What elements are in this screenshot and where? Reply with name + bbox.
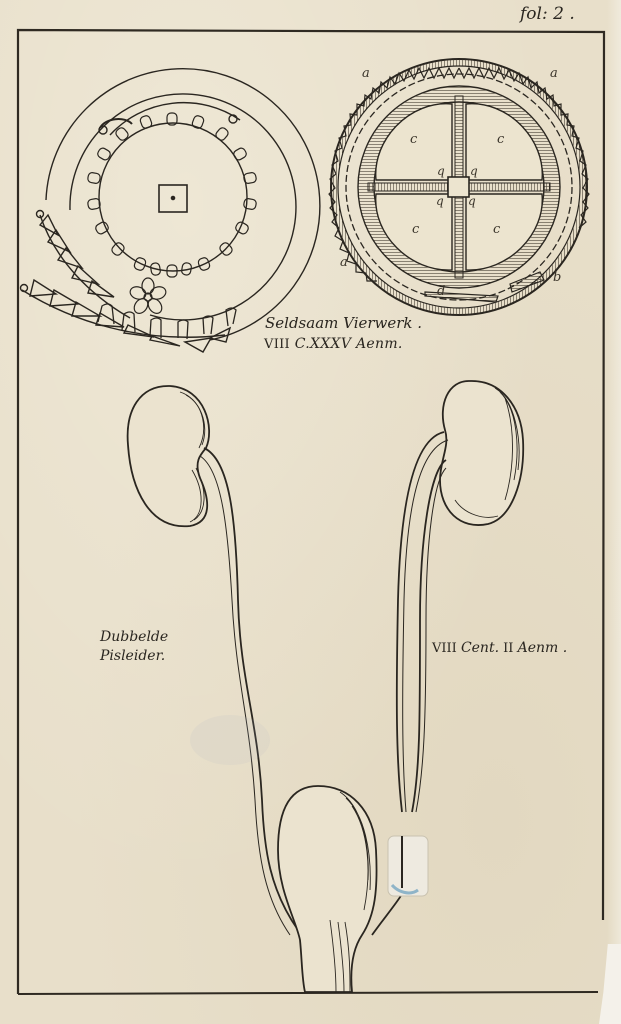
volume-numeral: VIII — [432, 641, 457, 656]
kidney-caption-right: VIII Cent. II Aenm . — [432, 640, 567, 656]
kidney-caption-left: Dubbelde Pisleider. — [100, 628, 168, 666]
kidney-diagram — [126, 380, 525, 993]
label-c-bottom-left: c — [412, 222, 420, 237]
paper-repair-tape — [387, 835, 429, 897]
folio-number: fol: 2 . — [520, 4, 575, 24]
stain — [190, 715, 270, 765]
label-b: b — [553, 270, 562, 285]
caption-line-1: Dubbelde — [100, 629, 169, 645]
ornamental-wheel-figure — [19, 68, 321, 353]
plate-border — [16, 28, 606, 995]
label-q-top-right: q — [470, 164, 478, 178]
caption-line-2: Pisleider. — [100, 648, 166, 664]
gearwork-caption-reference: VIII C.XXXV Aenm. — [264, 336, 403, 352]
left-kidney — [126, 385, 210, 528]
aenm-abbrev: Aenm. — [356, 336, 403, 352]
label-q-bottom-right: q — [468, 194, 476, 208]
label-c-top-right: c — [497, 132, 505, 147]
label-q-bottom-left: q — [436, 194, 444, 208]
label-d: d — [437, 284, 446, 299]
bladder — [277, 785, 378, 993]
right-kidney — [439, 380, 525, 526]
century-ref: C.XXXV — [294, 336, 352, 352]
gearwork-caption-title: Seldsaam Vierwerk . — [265, 314, 423, 332]
label-a-left: a — [340, 255, 348, 270]
label-c-top-left: c — [410, 132, 418, 147]
paper-edge — [607, 0, 621, 1024]
label-c-bottom-right: c — [493, 222, 501, 237]
century-abbrev: Cent. — [460, 640, 500, 656]
observation-numeral: II — [503, 641, 514, 656]
label-a-top-left: a — [362, 66, 370, 81]
label-q-top-left: q — [437, 164, 445, 178]
aenm-abbrev: Aenm . — [517, 640, 568, 656]
label-a-top-right: a — [550, 66, 558, 81]
volume-numeral: VIII — [264, 337, 290, 352]
ratchet-wheel-figure — [328, 58, 590, 316]
